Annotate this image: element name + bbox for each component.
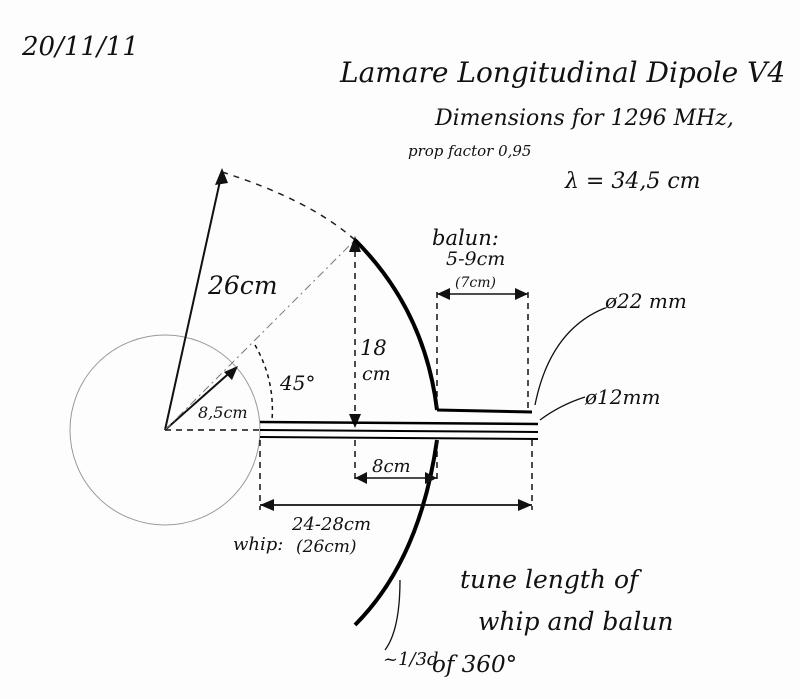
whip-range-label: 24-28cm <box>291 514 371 535</box>
outer-diameter-leader <box>534 307 606 406</box>
inner-diameter-label: ø12mm <box>584 385 660 409</box>
arrow-head-icon <box>260 499 274 511</box>
balun-title: balun: <box>432 226 499 250</box>
radius-outer-label: 26cm <box>207 271 278 300</box>
date-label: 20/11/11 <box>21 32 139 62</box>
feed-line-upper <box>259 420 539 426</box>
height-label: 18 <box>360 336 387 360</box>
note-line-2: whip and balun <box>478 607 674 636</box>
outer-diameter-label: ø22 mm <box>604 289 687 313</box>
lower-reflector-arc <box>353 439 439 627</box>
prop-factor-label: prop factor 0,95 <box>408 142 531 160</box>
balun-nominal-label: (7cm) <box>455 275 496 291</box>
inner-diameter-leader <box>539 396 586 421</box>
angle-45-line <box>164 239 356 431</box>
radius-inner-label: 8,5cm <box>198 403 248 422</box>
arrow-head-icon <box>349 414 361 428</box>
arrow-head-icon <box>518 499 532 511</box>
arrow-head-icon <box>425 472 437 484</box>
height-unit-label: cm <box>362 363 391 385</box>
arrow-head-icon <box>349 236 361 252</box>
note-line-1: tune length of <box>460 565 642 594</box>
feed-line-mid <box>259 429 539 433</box>
outer-arc-dashed <box>221 171 356 241</box>
wavelength-label: λ = 34,5 cm <box>564 169 701 194</box>
arrow-head-icon <box>224 366 238 380</box>
radius-outer-line <box>164 171 223 431</box>
balun-range-label: 5-9cm <box>446 248 505 270</box>
arc-leader <box>384 579 401 651</box>
arrow-head-icon <box>515 288 528 300</box>
arrow-head-icon <box>437 288 450 300</box>
page-title: Lamare Longitudinal Dipole V4 <box>339 56 785 89</box>
arc-of-label: of 360° <box>432 652 517 678</box>
whip-label: whip: <box>233 534 283 555</box>
gap-label: 8cm <box>372 456 411 477</box>
subtitle: Dimensions for 1296 MHz, <box>434 106 734 131</box>
arrow-head-icon <box>355 472 367 484</box>
upper-reflector-arc <box>353 238 439 411</box>
arrow-head-icon <box>215 168 228 185</box>
radius-inner-line <box>164 367 236 431</box>
angle-label: 45° <box>279 371 315 395</box>
whip-nominal-label: (26cm) <box>296 537 357 557</box>
balun-tube <box>436 408 533 414</box>
arc-fraction-label: ~1/3d <box>383 649 439 670</box>
feed-line-lower <box>259 436 539 440</box>
